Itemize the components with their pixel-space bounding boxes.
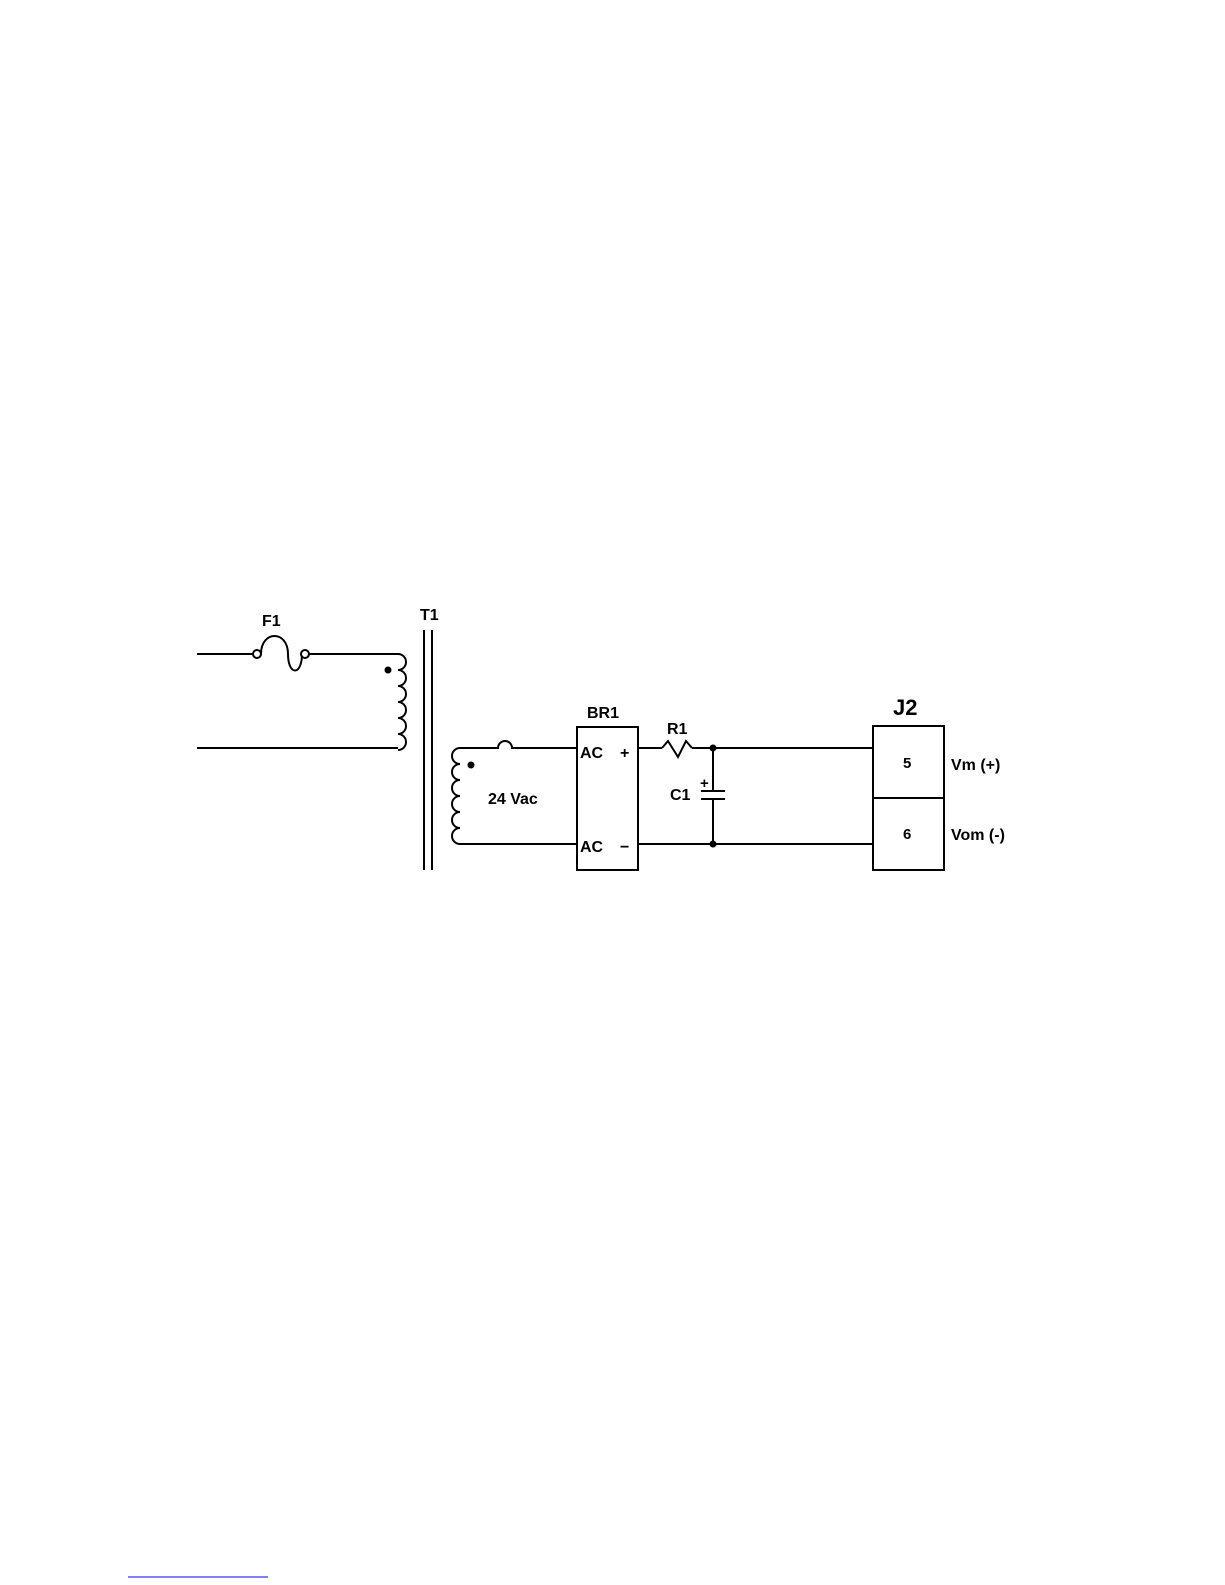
bridge-label: BR1 bbox=[587, 705, 619, 722]
bridge-ac-bottom-label: AC bbox=[580, 839, 604, 856]
pin-6-label: 6 bbox=[903, 826, 911, 843]
pin-5-label: 5 bbox=[903, 755, 911, 772]
secondary-polarity-dot bbox=[468, 762, 475, 769]
fuse-symbol bbox=[253, 636, 309, 671]
bridge-ac-top-label: AC bbox=[580, 745, 604, 762]
connector-label: J2 bbox=[893, 695, 917, 720]
primary-coil bbox=[398, 654, 406, 750]
junction-dot-bottom bbox=[710, 841, 717, 848]
resistor-label: R1 bbox=[667, 721, 688, 738]
fuse-label: F1 bbox=[262, 613, 281, 630]
resistor-symbol bbox=[662, 741, 692, 757]
transformer-label: T1 bbox=[420, 607, 439, 624]
capacitor-label: C1 bbox=[670, 787, 691, 804]
secondary-voltage-label: 24 Vac bbox=[488, 791, 538, 808]
primary-polarity-dot bbox=[385, 667, 392, 674]
capacitor-polarity-label: + bbox=[700, 775, 709, 792]
bridge-minus-label: − bbox=[620, 839, 629, 856]
bridge-plus-label: + bbox=[620, 745, 629, 762]
secondary-line-top bbox=[460, 741, 577, 748]
secondary-coil bbox=[452, 748, 460, 844]
pin-5-signal-label: Vm (+) bbox=[951, 757, 1000, 774]
pin-6-signal-label: Vom (-) bbox=[951, 827, 1005, 844]
junction-dot-top bbox=[710, 745, 717, 752]
